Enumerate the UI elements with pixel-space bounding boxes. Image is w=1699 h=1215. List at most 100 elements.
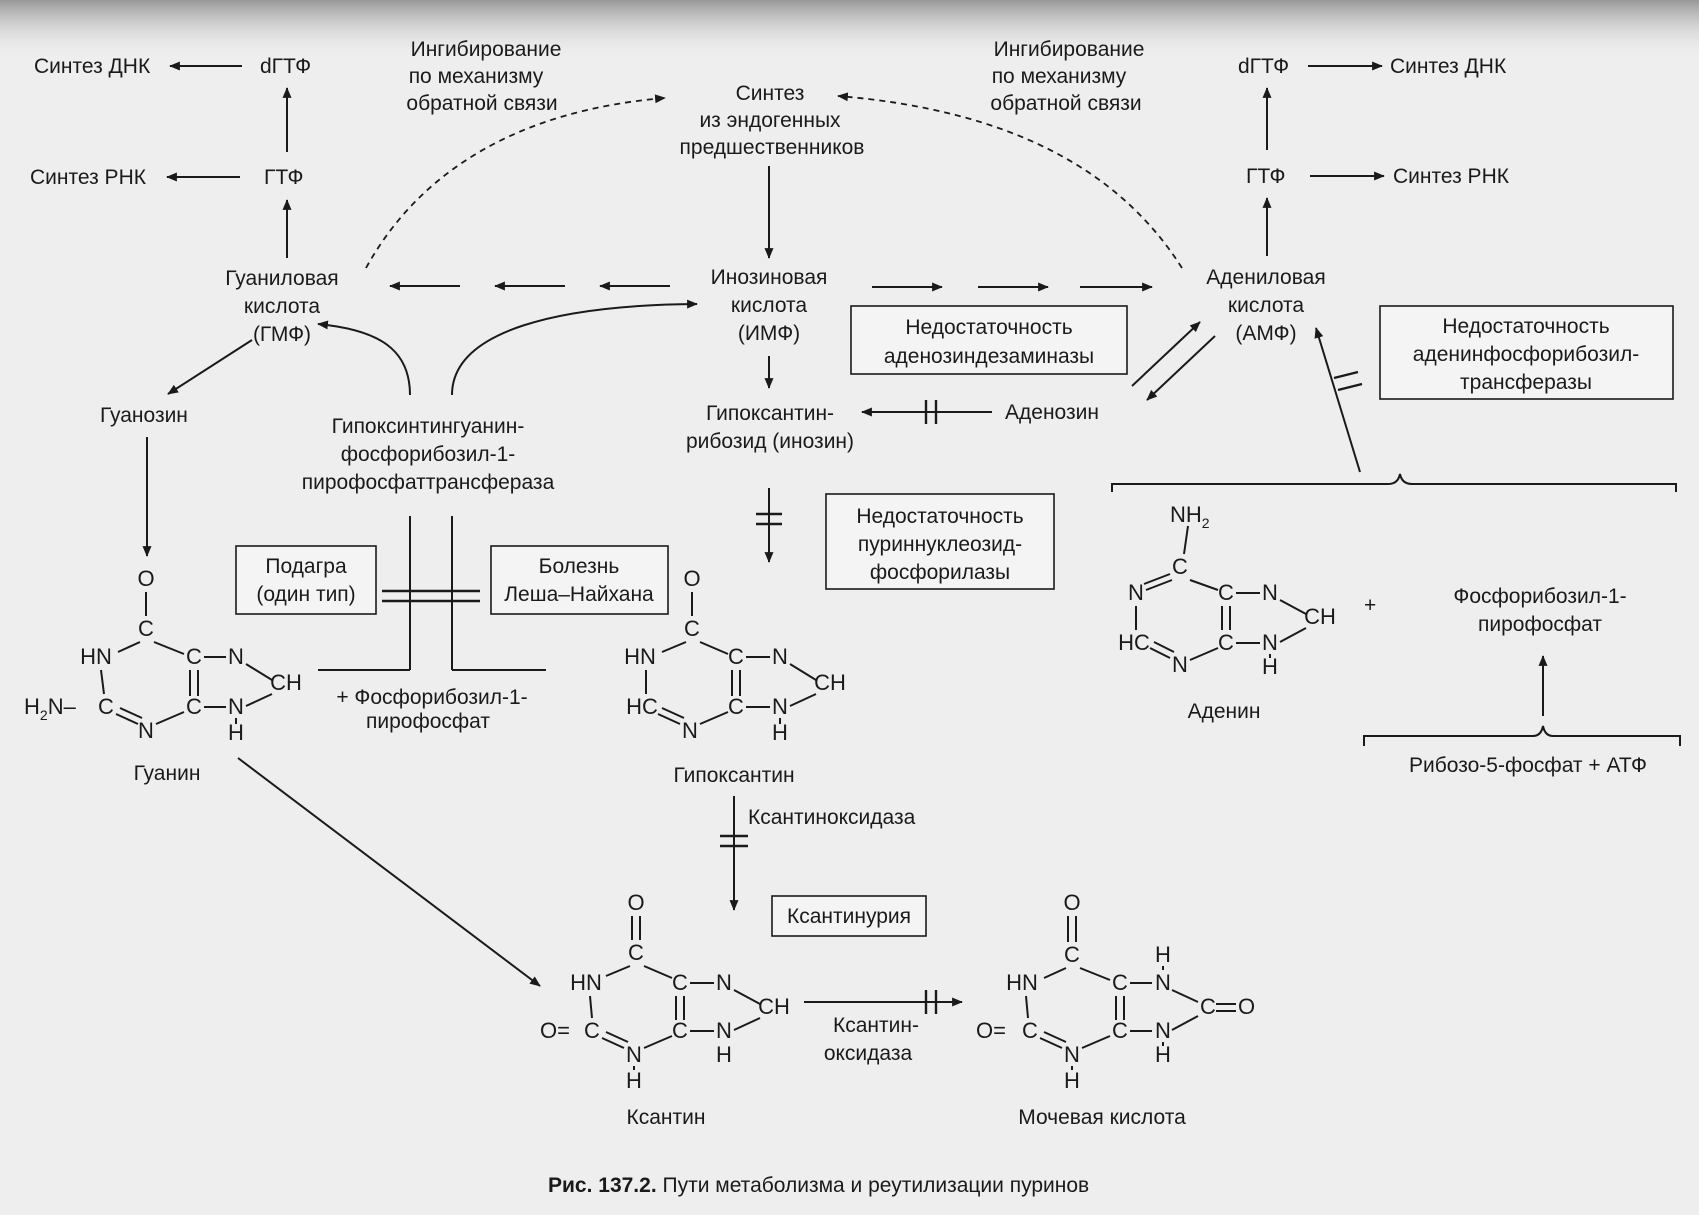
svg-text:C: C: [138, 616, 154, 641]
label-dna-synthesis-left: Синтез ДНК: [34, 55, 151, 78]
label-gout-2: (один тип): [256, 583, 355, 606]
svg-text:CH: CH: [814, 670, 846, 695]
svg-text:N: N: [1172, 652, 1188, 677]
svg-text:N: N: [772, 644, 788, 669]
arrow-gmp-to-guanosine: [167, 339, 253, 395]
svg-text:Гуанин: Гуанин: [134, 762, 201, 785]
svg-text:N: N: [626, 1042, 642, 1067]
label-rna-synthesis-left: Синтез РНК: [30, 166, 147, 189]
svg-text:C: C: [584, 1018, 600, 1043]
box-pnp-deficiency: [825, 493, 1055, 590]
label-adenylic-acid-3: (АМФ): [1235, 322, 1296, 345]
label-endogenous-1: Синтез: [736, 82, 805, 105]
svg-text:C: C: [728, 644, 744, 669]
svg-text:O=: O=: [540, 1018, 570, 1043]
label-aprt-1: Недостаточность: [1442, 315, 1609, 338]
svg-text:C: C: [672, 970, 688, 995]
label-aprt-2: аденинфосфорибозил-: [1413, 343, 1639, 366]
arrow-guanine-to-xanthine: [237, 757, 541, 987]
label-inosinic-acid-3: (ИМФ): [738, 322, 800, 345]
svg-text:C: C: [98, 694, 114, 719]
svg-text:HN: HN: [80, 644, 112, 669]
svg-text:C: C: [684, 616, 700, 641]
label-inosine-2: рибозид (инозин): [686, 430, 854, 453]
label-inosinic-acid-2: кислота: [731, 294, 808, 317]
label-feedback-right-3: обратной связи: [990, 92, 1141, 115]
brace-adenine-prpp: [1111, 473, 1677, 492]
svg-text:C: C: [1064, 942, 1080, 967]
svg-text:C: C: [1022, 1018, 1038, 1043]
adenine-structure: NH2 C N C N CH HC C N N H Аденин: [1118, 502, 1336, 723]
svg-text:H: H: [716, 1042, 732, 1067]
svg-text:N: N: [716, 1018, 732, 1043]
label-prpp-mid-2: пирофосфат: [366, 710, 490, 733]
label-dgtp-right: dГТФ: [1238, 55, 1289, 78]
svg-text:N: N: [772, 694, 788, 719]
arrow-amp-to-adenosine: [1146, 335, 1216, 401]
label-xanthine-oxidase-2b: оксидаза: [824, 1042, 913, 1065]
box-gout: [235, 545, 377, 615]
svg-text:H: H: [1064, 1068, 1080, 1093]
svg-text:H: H: [228, 720, 244, 745]
hypoxanthine-structure: O C HN C N CH HC C N N H Гипоксантин: [624, 566, 846, 787]
label-hgprt-3: пирофосфаттрансфераза: [302, 471, 555, 494]
label-pnp-1: Недостаточность: [856, 505, 1023, 528]
top-shadow: [0, 0, 1699, 60]
label-lesch-2: Леша–Найхана: [504, 583, 654, 606]
svg-text:CH: CH: [1304, 604, 1336, 629]
label-hgprt-1: Гипоксинтингуанин-: [332, 415, 525, 438]
svg-text:C: C: [1112, 970, 1128, 995]
svg-text:N: N: [1262, 580, 1278, 605]
label-feedback-right-2: по механизму: [992, 65, 1127, 88]
label-endogenous-2: из эндогенных: [699, 109, 841, 132]
label-feedback-left-3: обратной связи: [406, 92, 557, 115]
label-prpp-right-1: Фосфорибозил-1-: [1453, 585, 1626, 608]
svg-text:N: N: [1155, 1018, 1171, 1043]
svg-text:HN: HN: [570, 970, 602, 995]
label-dna-synthesis-right: Синтез ДНК: [1390, 55, 1507, 78]
label-feedback-left-1: Ингибирование: [411, 38, 562, 61]
box-lesch-nyhan: [490, 545, 669, 615]
svg-text:CH: CH: [758, 994, 790, 1019]
svg-text:O=: O=: [976, 1018, 1006, 1043]
svg-text:N: N: [1262, 630, 1278, 655]
svg-text:N: N: [1155, 970, 1171, 995]
svg-text:Ксантин: Ксантин: [627, 1106, 706, 1129]
label-feedback-right-1: Ингибирование: [994, 38, 1145, 61]
figure-caption: Рис. 137.2. Пути метаболизма и реутилиза…: [548, 1174, 1089, 1197]
label-adenylic-acid-2: кислота: [1228, 294, 1305, 317]
svg-text:N: N: [1064, 1042, 1080, 1067]
svg-text:H2N–: H2N–: [24, 694, 77, 723]
svg-text:N: N: [228, 694, 244, 719]
guanine-structure: O C HN C N CH H2N– C C N N H Гуанин: [24, 566, 302, 785]
label-ada-1: Недостаточность: [905, 316, 1072, 339]
svg-text:C: C: [186, 694, 202, 719]
label-endogenous-3: предшественников: [680, 136, 865, 159]
svg-text:NH2: NH2: [1170, 502, 1210, 531]
label-ribose: Рибозо-5-фосфат + АТФ: [1409, 754, 1647, 777]
label-xanthinuria: Ксантинурия: [787, 905, 911, 928]
block-aprt-1: [1333, 370, 1359, 380]
arrow-aprt-to-amp: [1314, 327, 1361, 473]
feedback-arc-left: [365, 94, 666, 269]
label-prpp-right-2: пирофосфат: [1478, 613, 1602, 636]
svg-text:HC: HC: [626, 694, 658, 719]
label-plus: +: [1364, 594, 1376, 617]
label-adenosine: Аденозин: [1005, 401, 1099, 424]
svg-text:N: N: [1128, 580, 1144, 605]
label-pnp-3: фосфорилазы: [870, 561, 1010, 584]
svg-text:H: H: [1262, 654, 1278, 679]
svg-text:O: O: [137, 566, 154, 591]
label-rna-synthesis-right: Синтез РНК: [1393, 165, 1510, 188]
label-guanosine: Гуанозин: [100, 404, 188, 427]
svg-text:C: C: [1200, 994, 1216, 1019]
label-xanthine-oxidase-2a: Ксантин-: [833, 1014, 919, 1037]
label-aprt-3: трансферазы: [1460, 371, 1592, 394]
box-aprt-deficiency: [1379, 305, 1674, 400]
svg-text:C: C: [672, 1018, 688, 1043]
svg-text:O: O: [683, 566, 700, 591]
svg-text:Аденин: Аденин: [1188, 700, 1261, 723]
svg-text:N: N: [228, 644, 244, 669]
xanthine-structure: O C HN C N CH O= C C N N H H Ксантин: [540, 890, 790, 1129]
block-aprt-2: [1337, 382, 1363, 392]
